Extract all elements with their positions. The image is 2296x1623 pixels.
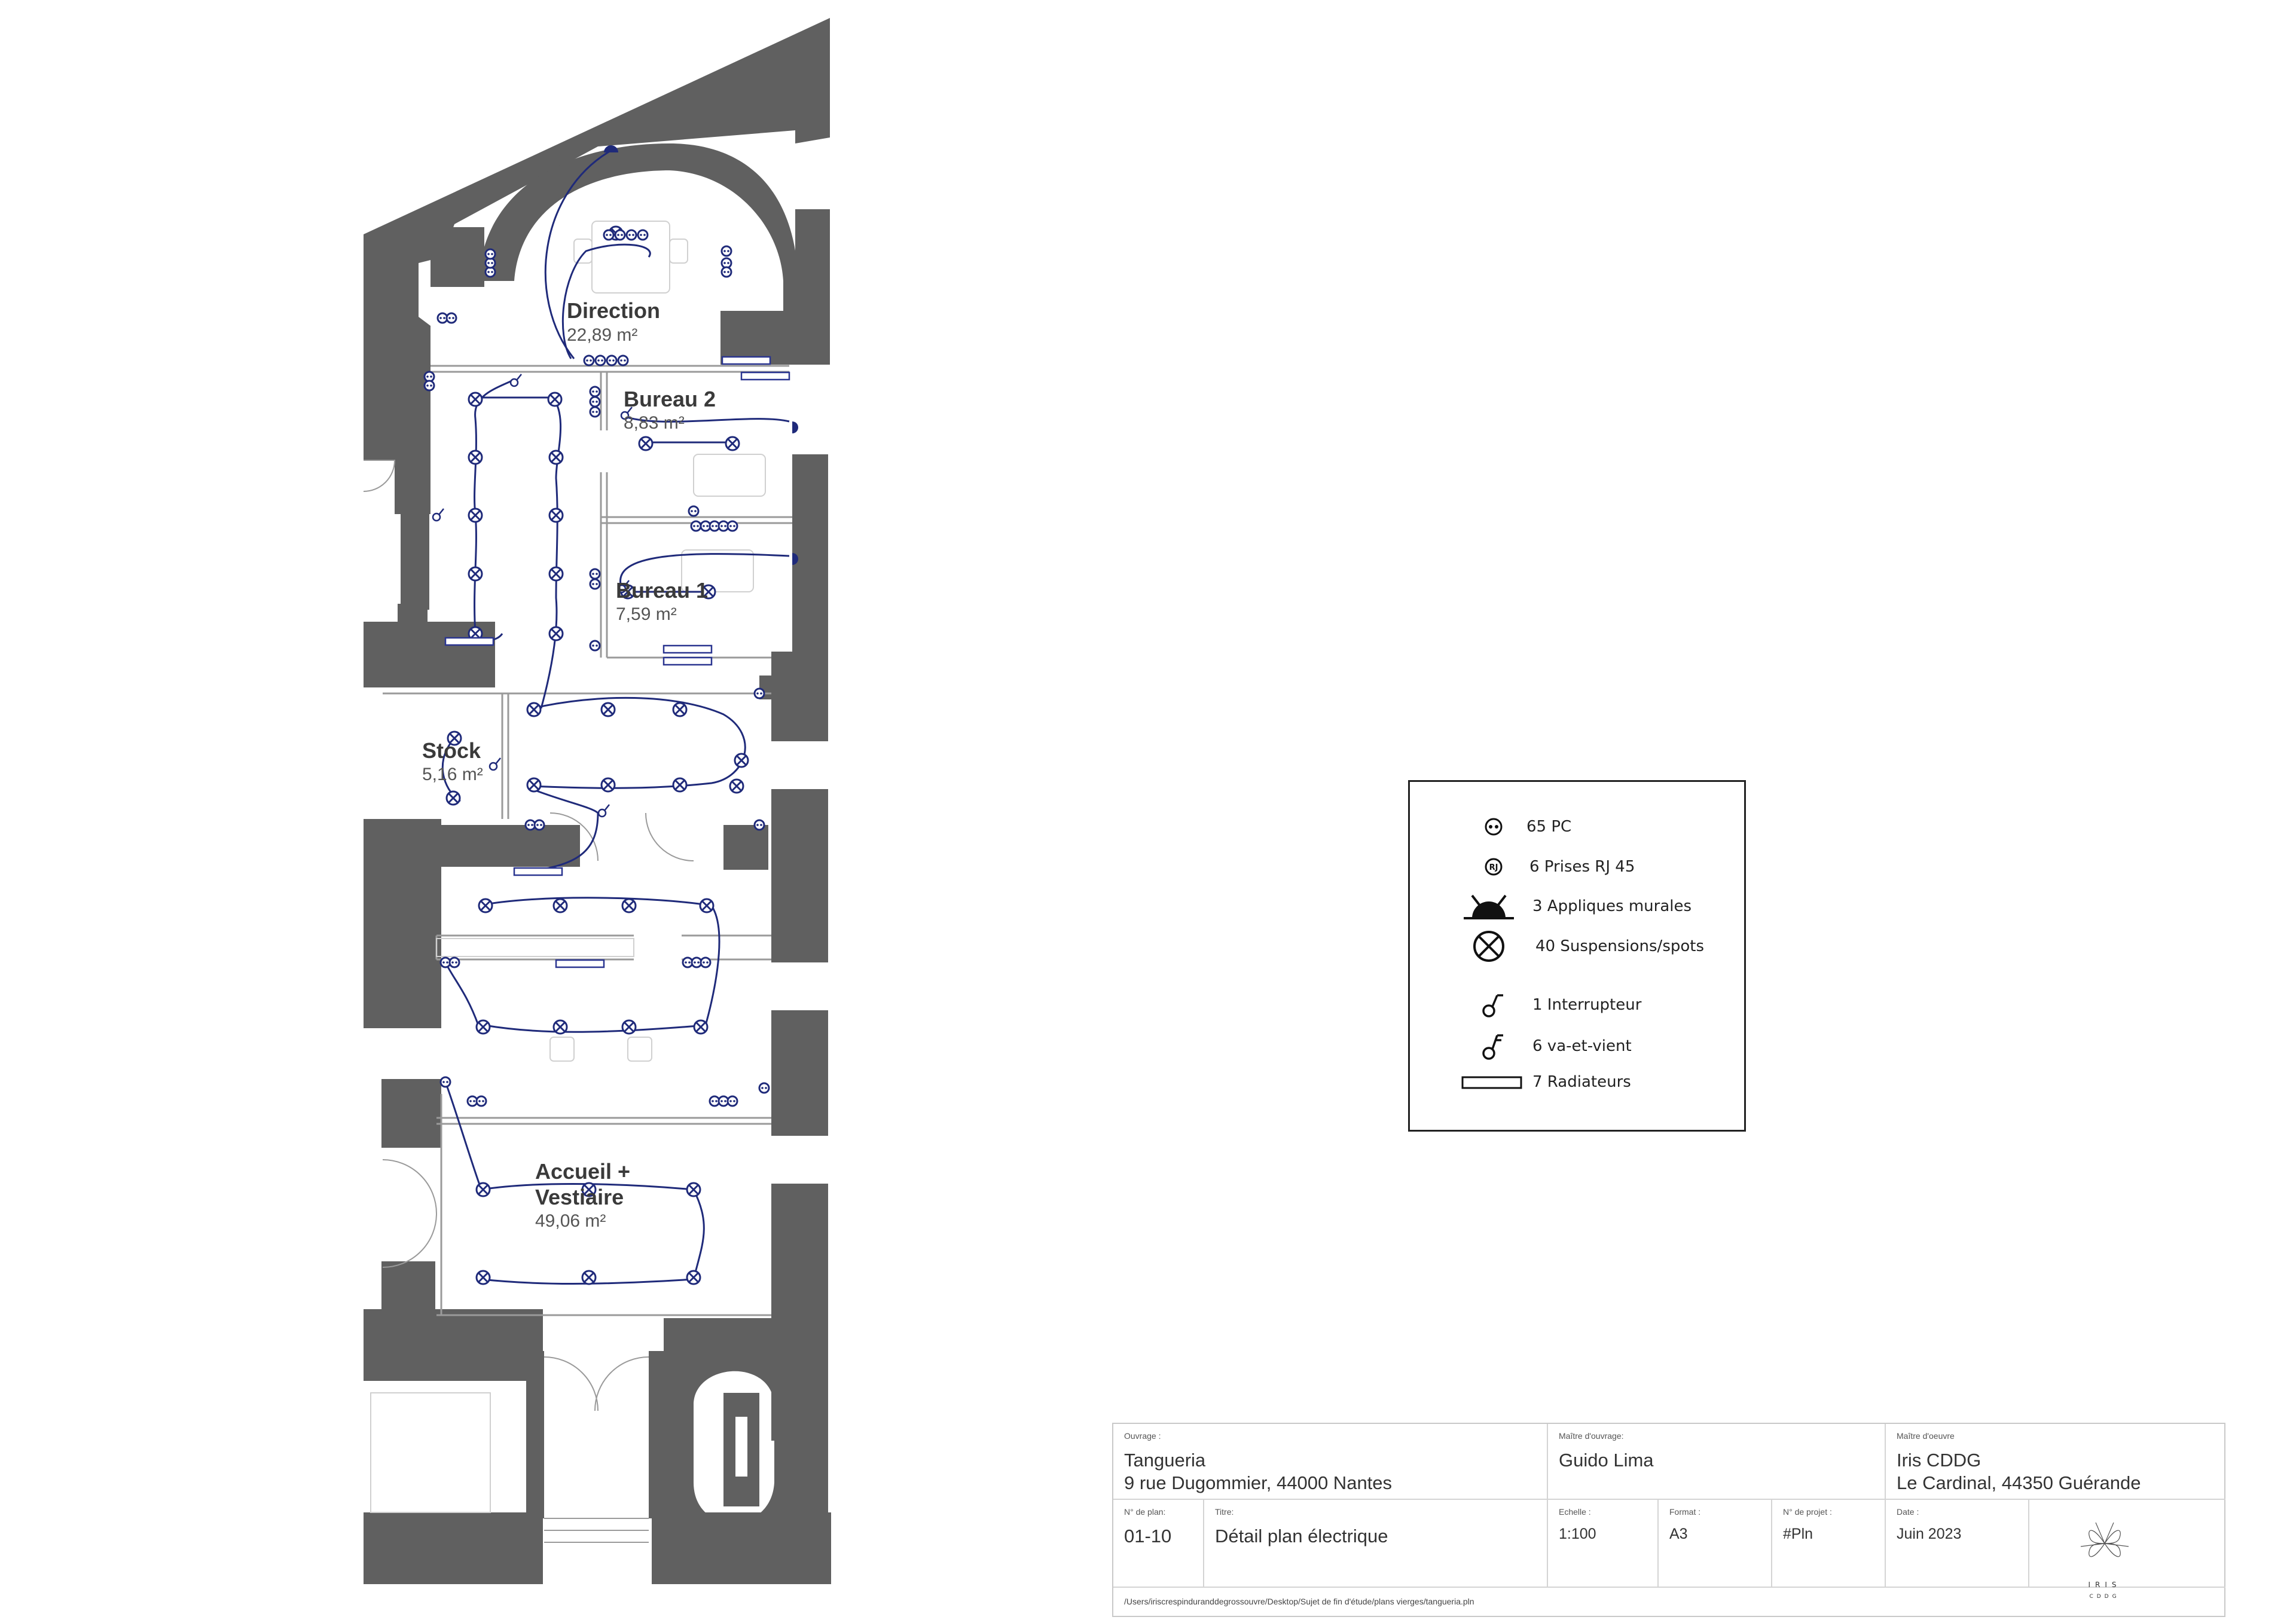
legend-item-radiator: 7 Radiateurs <box>1410 1064 1744 1100</box>
legend-label-rj45: 6 Prises RJ 45 <box>1529 858 1635 876</box>
tb-format: Format : A3 <box>1669 1507 1701 1542</box>
room-area-bureau2: 8,83 m² <box>624 413 685 433</box>
svg-text:RJ: RJ <box>1489 863 1498 872</box>
room-name-accueil-line1: Accueil + <box>535 1159 630 1184</box>
room-name-bureau1: Bureau 1 <box>616 578 708 603</box>
tb-projet: N° de projet : #Pln <box>1783 1507 1832 1542</box>
legend-item-two-way-switch: 6 va-et-vient <box>1410 1028 1744 1064</box>
tb-ouvrage-name: Tangueria <box>1124 1450 1206 1471</box>
tb-date: Date : Juin 2023 <box>1897 1507 1962 1542</box>
switch-icon <box>1482 994 1503 1017</box>
tb-plan-no: N° de plan: 01-10 <box>1124 1507 1172 1546</box>
legend-label-pc: 65 PC <box>1526 818 1572 836</box>
legend: 65 PC RJ 6 Prises RJ 45 3 Appliques mura… <box>1408 780 1746 1132</box>
legend-item-wall-light: 3 Appliques murales <box>1410 888 1744 924</box>
legend-label-switch: 1 Interrupteur <box>1532 996 1642 1014</box>
wall-light-icon <box>1464 894 1514 919</box>
furniture <box>370 221 766 1513</box>
doors <box>363 460 694 1543</box>
legend-label-radiator: 7 Radiateurs <box>1532 1073 1631 1091</box>
file-path: /Users/iriscrespinduranddegrossouvre/Des… <box>1124 1597 1474 1606</box>
tb-titre: Titre: Détail plan électrique <box>1215 1507 1388 1546</box>
tb-maitre-ouvrage: Maître d'ouvrage: Guido Lima <box>1559 1431 1654 1471</box>
ceiling-light-icon <box>1473 931 1504 962</box>
wall-lights <box>604 145 798 565</box>
tb-ouvrage: Ouvrage : Tangueria 9 rue Dugommier, 440… <box>1124 1431 1393 1493</box>
legend-item-rj45: RJ 6 Prises RJ 45 <box>1410 849 1744 885</box>
rj45-outlet-icon: RJ <box>1485 858 1503 876</box>
logo-mark-icon <box>2080 1522 2129 1557</box>
tb-ouvrage-address: 9 rue Dugommier, 44000 Nantes <box>1124 1472 1393 1493</box>
room-name-accueil-line2: Vestiaire <box>535 1185 624 1209</box>
room-labels: Direction 22,89 m² Bureau 2 8,83 m² Bure… <box>422 298 716 1231</box>
room-area-bureau1: 7,59 m² <box>616 604 677 624</box>
legend-item-pc: 65 PC <box>1410 809 1744 845</box>
power-outlet-icon <box>1485 818 1503 836</box>
legend-item-switch: 1 Interrupteur <box>1410 987 1744 1023</box>
tb-echelle: Echelle : 1:100 <box>1559 1507 1596 1542</box>
title-block: Ouvrage : Tangueria 9 rue Dugommier, 440… <box>1112 1423 2225 1617</box>
room-name-bureau2: Bureau 2 <box>624 387 716 411</box>
walls <box>364 18 831 1584</box>
ceiling-lights <box>445 225 749 1285</box>
legend-label-ceiling-light: 40 Suspensions/spots <box>1535 937 1705 955</box>
room-area-accueil: 49,06 m² <box>535 1211 606 1231</box>
room-name-stock: Stock <box>422 738 481 763</box>
room-area-direction: 22,89 m² <box>567 325 637 345</box>
tb-maitre-oeuvre: Maître d'oeuvre Iris CDDG Le Cardinal, 4… <box>1897 1431 2141 1493</box>
radiator-icon <box>1461 1076 1522 1089</box>
legend-label-wall-light: 3 Appliques murales <box>1532 897 1692 915</box>
legend-label-two-way-switch: 6 va-et-vient <box>1532 1037 1632 1055</box>
room-area-stock: 5,16 m² <box>422 765 483 784</box>
two-way-switch-icon <box>1482 1034 1503 1060</box>
room-name-direction: Direction <box>567 298 660 323</box>
iris-cddg-logo: IRIS CDDG <box>2069 1514 2141 1609</box>
legend-item-ceiling-light: 40 Suspensions/spots <box>1410 928 1744 964</box>
